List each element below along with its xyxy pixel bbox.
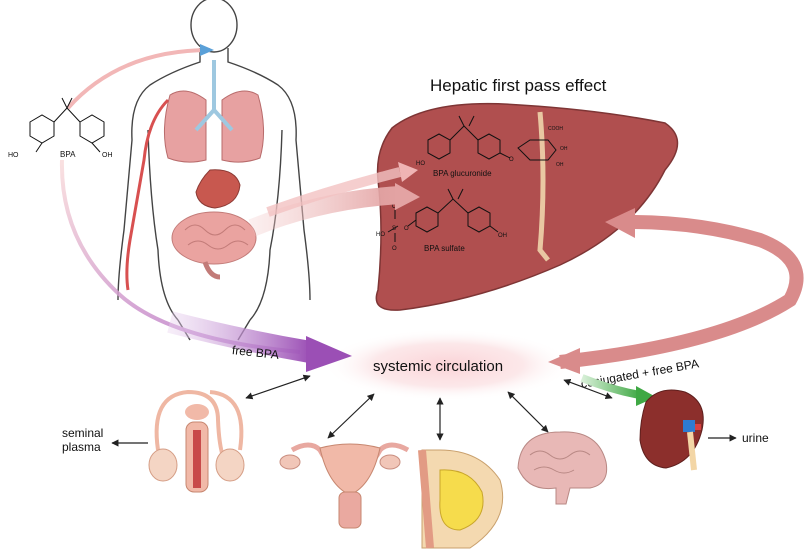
mammary-gland xyxy=(418,449,504,549)
free-bpa-label: free BPA xyxy=(231,343,279,362)
ho-sulfate: HO xyxy=(376,232,385,238)
oh-sulfate: OH xyxy=(498,233,507,239)
brain xyxy=(517,431,608,505)
human-body xyxy=(117,0,311,341)
gut-arrowhead-lower xyxy=(395,183,420,210)
male-reproductive-organ xyxy=(148,389,245,493)
o-right: O xyxy=(404,226,409,232)
free-bpa-arrow xyxy=(167,311,312,363)
kidney xyxy=(639,389,704,471)
ho-glucuronide: HO xyxy=(416,161,425,167)
bpa-molecule xyxy=(29,97,105,153)
stomach xyxy=(195,169,241,209)
oh-sugar-1: OH xyxy=(560,146,568,152)
seminal-label-2: plasma xyxy=(62,440,101,454)
o-link: O xyxy=(509,157,514,163)
liver xyxy=(375,102,679,311)
sulfate-label: BPA sulfate xyxy=(424,244,465,253)
urine-label: urine xyxy=(742,431,769,445)
gut-to-liver-arrow xyxy=(248,186,401,237)
glucuronide-molecule xyxy=(427,115,557,161)
gut-to-liver-arrow-2 xyxy=(266,167,402,217)
glucuronide-label: BPA glucuronide xyxy=(433,169,492,178)
o-bottom: O xyxy=(392,246,397,252)
arm-vessel xyxy=(125,98,170,291)
hepatic-title: Hepatic first pass effect xyxy=(430,76,607,95)
circulation-entry-arrowhead xyxy=(548,348,580,374)
gut-arrowhead-upper xyxy=(398,162,418,182)
conjugated-return-arrow xyxy=(559,215,804,369)
seminal-label-1: seminal xyxy=(62,426,103,440)
systemic-circulation-label: systemic circulation xyxy=(373,358,503,375)
inhalation-arrowhead xyxy=(200,44,214,56)
intestines xyxy=(171,211,257,280)
sulfate-molecule xyxy=(387,188,499,242)
bpa-label: BPA xyxy=(60,150,76,159)
o-top: O xyxy=(392,204,397,210)
ho-label: HO xyxy=(8,152,19,159)
liver-entry-arrowhead xyxy=(605,208,635,238)
circulation-glow xyxy=(323,329,573,401)
s-atom: S xyxy=(392,226,396,232)
liver-ligament xyxy=(537,111,550,262)
cooh-label: COOH xyxy=(548,126,563,132)
lungs xyxy=(163,60,265,163)
exchange-arrows xyxy=(245,374,613,441)
to-kidney-arrowhead xyxy=(636,386,656,406)
uterus xyxy=(279,442,410,529)
free-bpa-arrowhead xyxy=(306,336,352,372)
inhalation-path xyxy=(66,48,211,110)
oh-label: OH xyxy=(102,152,113,159)
oh-sugar-2: OH xyxy=(556,162,564,168)
